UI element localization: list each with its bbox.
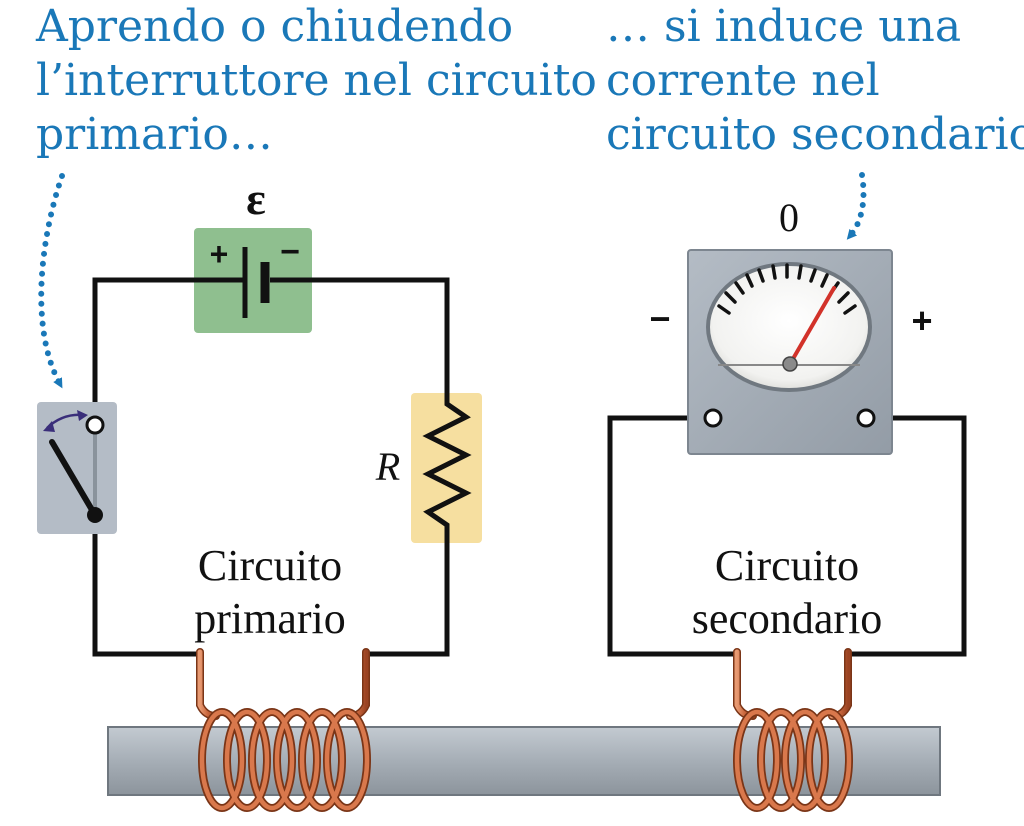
caption-secondary-line-1: … si induce una	[606, 1, 962, 52]
coil-turn	[734, 709, 780, 811]
galvanometer-terminal-positive	[856, 408, 876, 428]
primary-circuit-label-line-2: primario	[194, 594, 346, 643]
primary-coil-icon	[196, 648, 371, 812]
coil-turn	[806, 709, 852, 811]
galvanometer-minus-sign: −	[649, 298, 670, 339]
caption-secondary: … si induce una corrente nel circuito se…	[606, 0, 1024, 162]
secondary-circuit-label-line-2: secondario	[692, 594, 883, 643]
resistor-icon	[411, 393, 482, 543]
galvanometer-plus-sign: +	[911, 300, 932, 341]
switch-icon[interactable]	[37, 402, 117, 534]
caption-primary-line-1: Aprendo o chiudendo	[36, 1, 514, 52]
battery-plus-sign: +	[210, 236, 229, 272]
caption-primary-line-2: l’interruttore nel circuito	[36, 55, 597, 106]
resistor-label: R	[375, 444, 400, 489]
coil-turn	[299, 709, 345, 811]
coil-turn	[249, 709, 295, 811]
battery-minus-sign: −	[280, 233, 300, 271]
coil-turn	[782, 709, 828, 811]
galvanometer-needle	[788, 286, 836, 366]
coil-turn	[758, 709, 804, 811]
emf-symbol: ε	[246, 173, 266, 224]
pointer-arrow-left	[38, 173, 65, 389]
caption-secondary-line-2: corrente nel	[606, 55, 880, 106]
primary-circuit-label-line-1: Circuito	[198, 541, 342, 590]
secondary-coil-icon	[733, 648, 853, 812]
coil-turn	[224, 709, 270, 811]
battery-icon	[194, 228, 312, 333]
caption-primary-line-3: primario…	[36, 109, 273, 160]
secondary-circuit-label-line-1: Circuito	[715, 541, 859, 590]
galvanometer-zero-label: 0	[779, 195, 799, 240]
caption-secondary-line-3: circuito secondario.	[606, 109, 1024, 160]
galvanometer-terminal-negative	[703, 408, 723, 428]
galvanometer-icon	[687, 249, 893, 455]
pointer-arrow-right	[846, 172, 867, 240]
coil-turn	[274, 709, 320, 811]
secondary-circuit-wires	[607, 415, 967, 657]
coil-turn	[324, 709, 370, 811]
caption-primary: Aprendo o chiudendo l’interruttore nel c…	[36, 0, 597, 162]
coil-turn	[199, 709, 245, 811]
